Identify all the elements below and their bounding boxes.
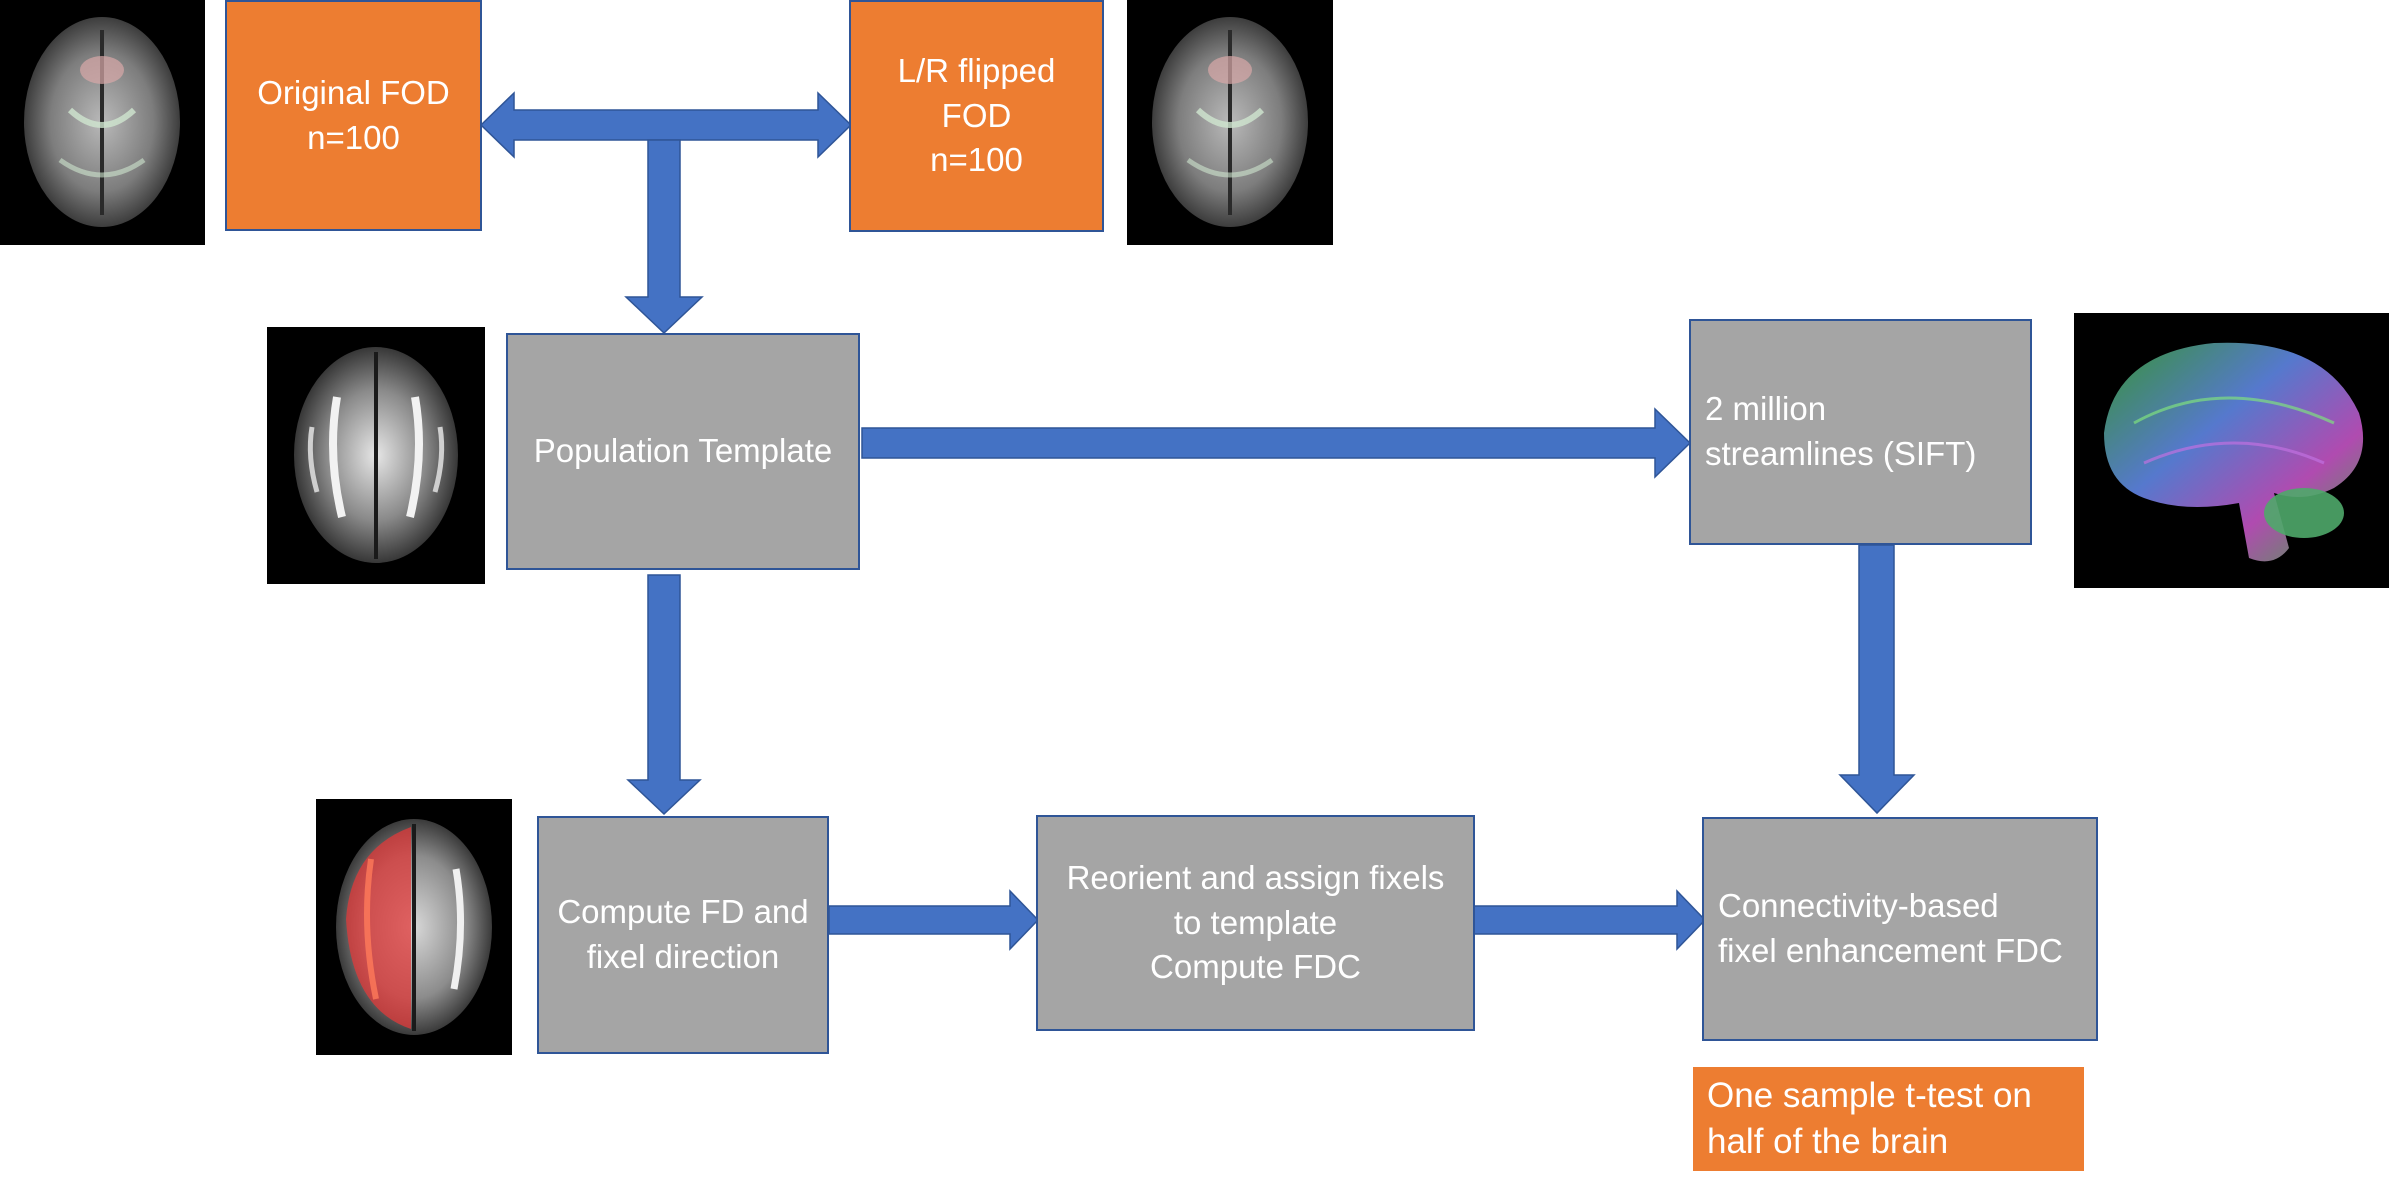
reorient-label-line2: to template: [1173, 903, 1338, 941]
compute-fd-label-line1: Compute FD and: [557, 893, 809, 931]
population-template-label: Population Template: [533, 432, 833, 470]
arrow-compute-fd-to-reorient: [828, 889, 1040, 951]
template-brain-axial-image: [267, 327, 485, 584]
arrow-reorient-to-cfe: [1473, 889, 1707, 951]
streamlines-box: 2 million streamlines (SIFT): [1689, 319, 2032, 545]
reorient-label-line3: Compute FDC: [1150, 948, 1361, 986]
reorient-label-line1: Reorient and assign fixels: [1066, 858, 1445, 896]
flipped-fod-label-line1: L/R flipped: [897, 51, 1056, 89]
original-fod-label: Original FOD: [257, 73, 450, 111]
original-brain-axial-image: [0, 0, 205, 245]
original-fod-box: Original FOD n=100: [225, 0, 482, 231]
ttest-note-line1: One sample t-test on: [1707, 1075, 2032, 1115]
flipped-brain-axial-image: [1127, 0, 1333, 245]
reorient-box: Reorient and assign fixels to template C…: [1036, 815, 1475, 1031]
flipped-fod-box: L/R flipped FOD n=100: [849, 0, 1104, 232]
flipped-fod-label-line2: FOD: [941, 96, 1012, 134]
arrow-template-to-compute-fd: [626, 574, 702, 816]
cfe-label-line2: fixel enhancement FDC: [1718, 932, 2063, 969]
arrow-to-population-template: [624, 139, 704, 335]
cfe-box: Connectivity-based fixel enhancement FDC: [1702, 817, 2098, 1041]
streamlines-label-line1: 2 million: [1705, 390, 1827, 428]
arrow-streamlines-to-cfe: [1838, 544, 1916, 815]
ttest-note: One sample t-test on half of the brain: [1693, 1067, 2084, 1171]
tractogram-3d-image: [2074, 313, 2389, 588]
population-template-box: Population Template: [506, 333, 860, 570]
ttest-note-line2: half of the brain: [1707, 1122, 1949, 1161]
flipped-fod-count: n=100: [930, 141, 1023, 179]
fd-overlay-brain-image: [316, 799, 512, 1055]
arrow-template-to-streamlines: [861, 407, 1692, 479]
original-fod-count: n=100: [307, 118, 400, 156]
compute-fd-box: Compute FD and fixel direction: [537, 816, 829, 1054]
streamlines-label-line2: streamlines (SIFT): [1705, 435, 1977, 472]
compute-fd-label-line2: fixel direction: [586, 938, 780, 975]
cfe-label-line1: Connectivity-based: [1718, 887, 1999, 925]
